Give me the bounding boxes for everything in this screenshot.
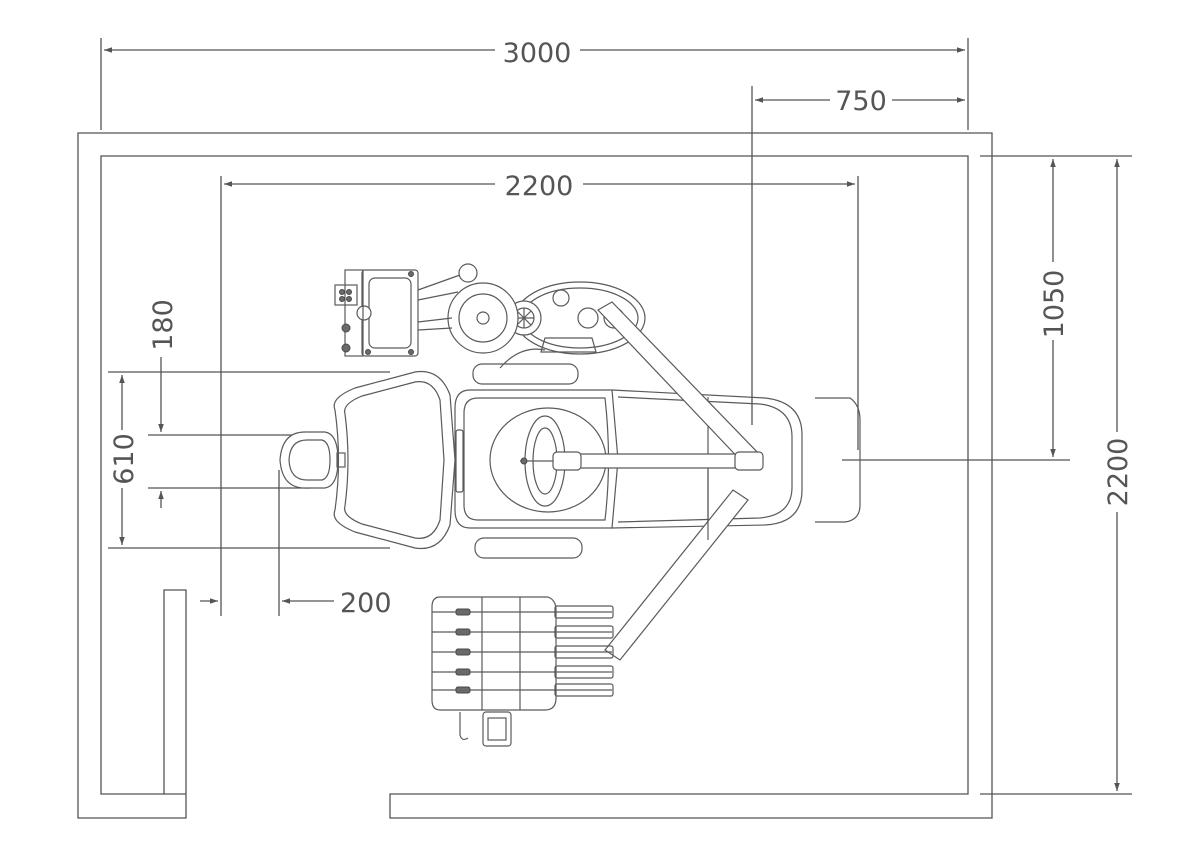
foot-control <box>482 711 512 747</box>
dimension-headrest-offset: 180 <box>148 299 310 508</box>
dimension-room-depth: 2200 <box>980 159 1134 795</box>
dimension-right-clearance: 750 <box>751 86 965 425</box>
chair-backrest <box>333 370 456 550</box>
label-3000: 3000 <box>503 38 572 69</box>
label-2200-vertical: 2200 <box>1103 438 1134 507</box>
dimension-headrest-span: 610 <box>108 371 390 549</box>
chair-headrest <box>279 431 339 489</box>
label-2200-horizontal: 2200 <box>505 171 574 202</box>
dimension-rear-clearance: 200 <box>200 470 392 619</box>
dimension-chair-length: 2200 <box>220 171 859 616</box>
armrest-bottom <box>474 537 583 559</box>
water-bowl <box>417 263 519 354</box>
room-walls <box>77 132 993 819</box>
armrest-top <box>472 363 579 385</box>
chair-seat <box>454 389 619 529</box>
assistant-tray <box>334 269 419 357</box>
dimension-chair-axis: 1050 <box>842 155 1132 461</box>
doctor-instrument-tray <box>431 596 614 747</box>
label-610: 610 <box>109 433 140 485</box>
label-200: 200 <box>340 588 392 619</box>
label-180: 180 <box>148 299 179 351</box>
label-1050: 1050 <box>1039 270 1070 339</box>
label-750: 750 <box>835 86 887 117</box>
delivery-arms <box>552 301 764 661</box>
dental-chair <box>279 363 861 559</box>
dimension-room-width: 3000 <box>100 38 969 130</box>
